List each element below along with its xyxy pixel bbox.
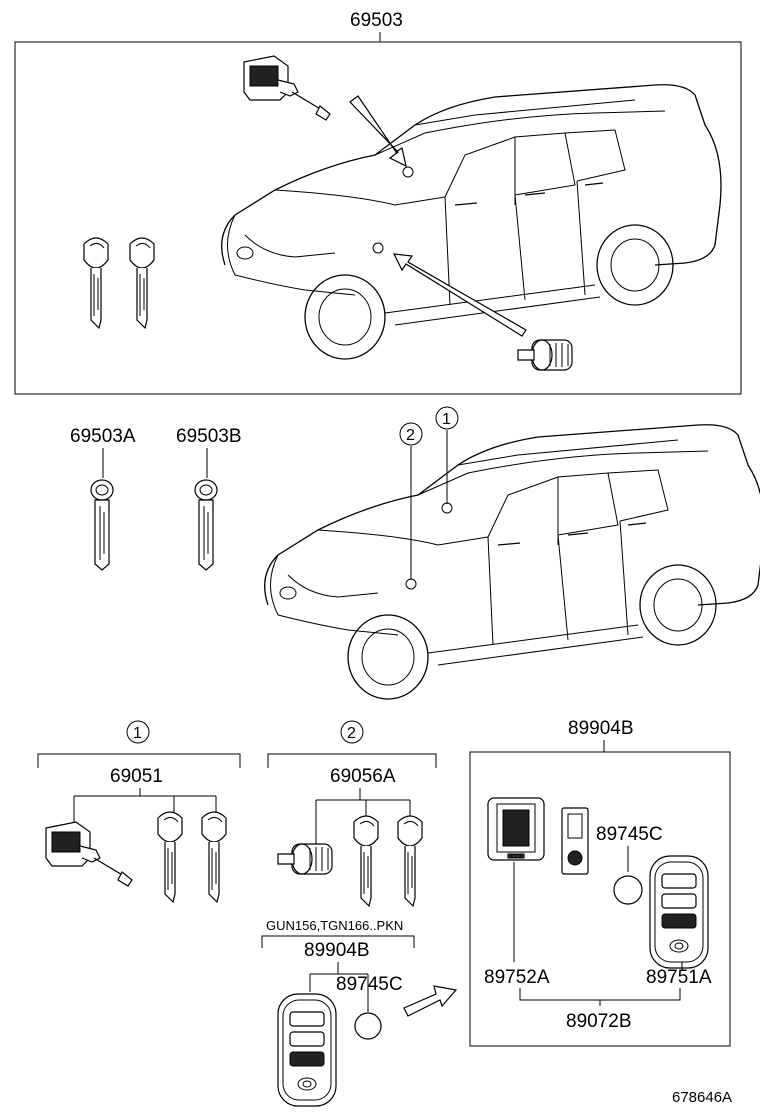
- blade-key-icon: [90, 479, 114, 571]
- car-icon: [221, 84, 722, 360]
- group-2-circle: [340, 720, 364, 744]
- key-board-icon: [561, 807, 589, 875]
- label-69503: 69503: [350, 10, 403, 31]
- group-bracket: [519, 988, 681, 1006]
- label-89904B-right: 89904B: [568, 718, 634, 739]
- model-note: GUN156,TGN166..PKN: [266, 918, 403, 933]
- key-case-front-icon: [487, 797, 545, 861]
- callout-2: 2: [406, 427, 415, 444]
- blade-key-icon: [129, 237, 155, 329]
- assembly-frame: [14, 41, 742, 395]
- leader-line: [309, 962, 369, 1012]
- coin-battery-icon: [354, 1012, 382, 1040]
- label-89745C-bottom: 89745C: [336, 974, 403, 995]
- location-point: [405, 578, 417, 590]
- label-69051: 69051: [110, 766, 163, 787]
- arrow-icon: [349, 95, 407, 168]
- label-89904B-bottom: 89904B: [304, 940, 370, 961]
- smart-key-fob-icon: [277, 993, 337, 1107]
- group-2-number: 2: [347, 725, 356, 742]
- group-bracket: [37, 753, 241, 768]
- blade-key-icon: [157, 811, 183, 903]
- door-lock-cylinder-icon: [45, 821, 133, 887]
- group-bracket: [267, 753, 437, 768]
- smart-key-fob-icon: [649, 855, 709, 969]
- arrow-icon: [403, 985, 458, 1017]
- blade-key-icon: [397, 815, 423, 907]
- callout-2-circle: [399, 422, 423, 446]
- location-point: [441, 502, 453, 514]
- leader-line: [73, 788, 217, 824]
- label-69056A: 69056A: [330, 766, 396, 787]
- coin-battery-icon: [613, 875, 643, 905]
- label-69503A: 69503A: [70, 426, 136, 447]
- callout-1-circle: [435, 406, 459, 430]
- label-89072B: 89072B: [566, 1011, 632, 1032]
- smart-key-frame: [469, 751, 731, 1047]
- blade-key-icon: [353, 815, 379, 907]
- arrow-icon: [392, 253, 527, 337]
- location-point: [372, 242, 384, 254]
- ignition-cylinder-icon: [517, 339, 573, 371]
- label-89745C-right: 89745C: [596, 824, 663, 845]
- diagram-id: 678646A: [672, 1089, 732, 1106]
- blade-key-icon: [83, 237, 109, 329]
- car-icon: [264, 424, 760, 700]
- group-1-number: 1: [133, 725, 142, 742]
- ignition-cylinder-icon: [277, 843, 333, 875]
- group-1-circle: [126, 720, 150, 744]
- location-point: [402, 166, 414, 178]
- door-lock-cylinder-icon: [243, 55, 331, 121]
- callout-1: 1: [442, 411, 451, 428]
- label-89752A: 89752A: [484, 967, 550, 988]
- label-69503B: 69503B: [176, 426, 242, 447]
- blade-key-icon: [201, 811, 227, 903]
- label-89751A: 89751A: [646, 967, 712, 988]
- leader-line: [315, 788, 411, 842]
- blade-key-icon: [194, 479, 218, 571]
- group-bracket: [261, 935, 415, 948]
